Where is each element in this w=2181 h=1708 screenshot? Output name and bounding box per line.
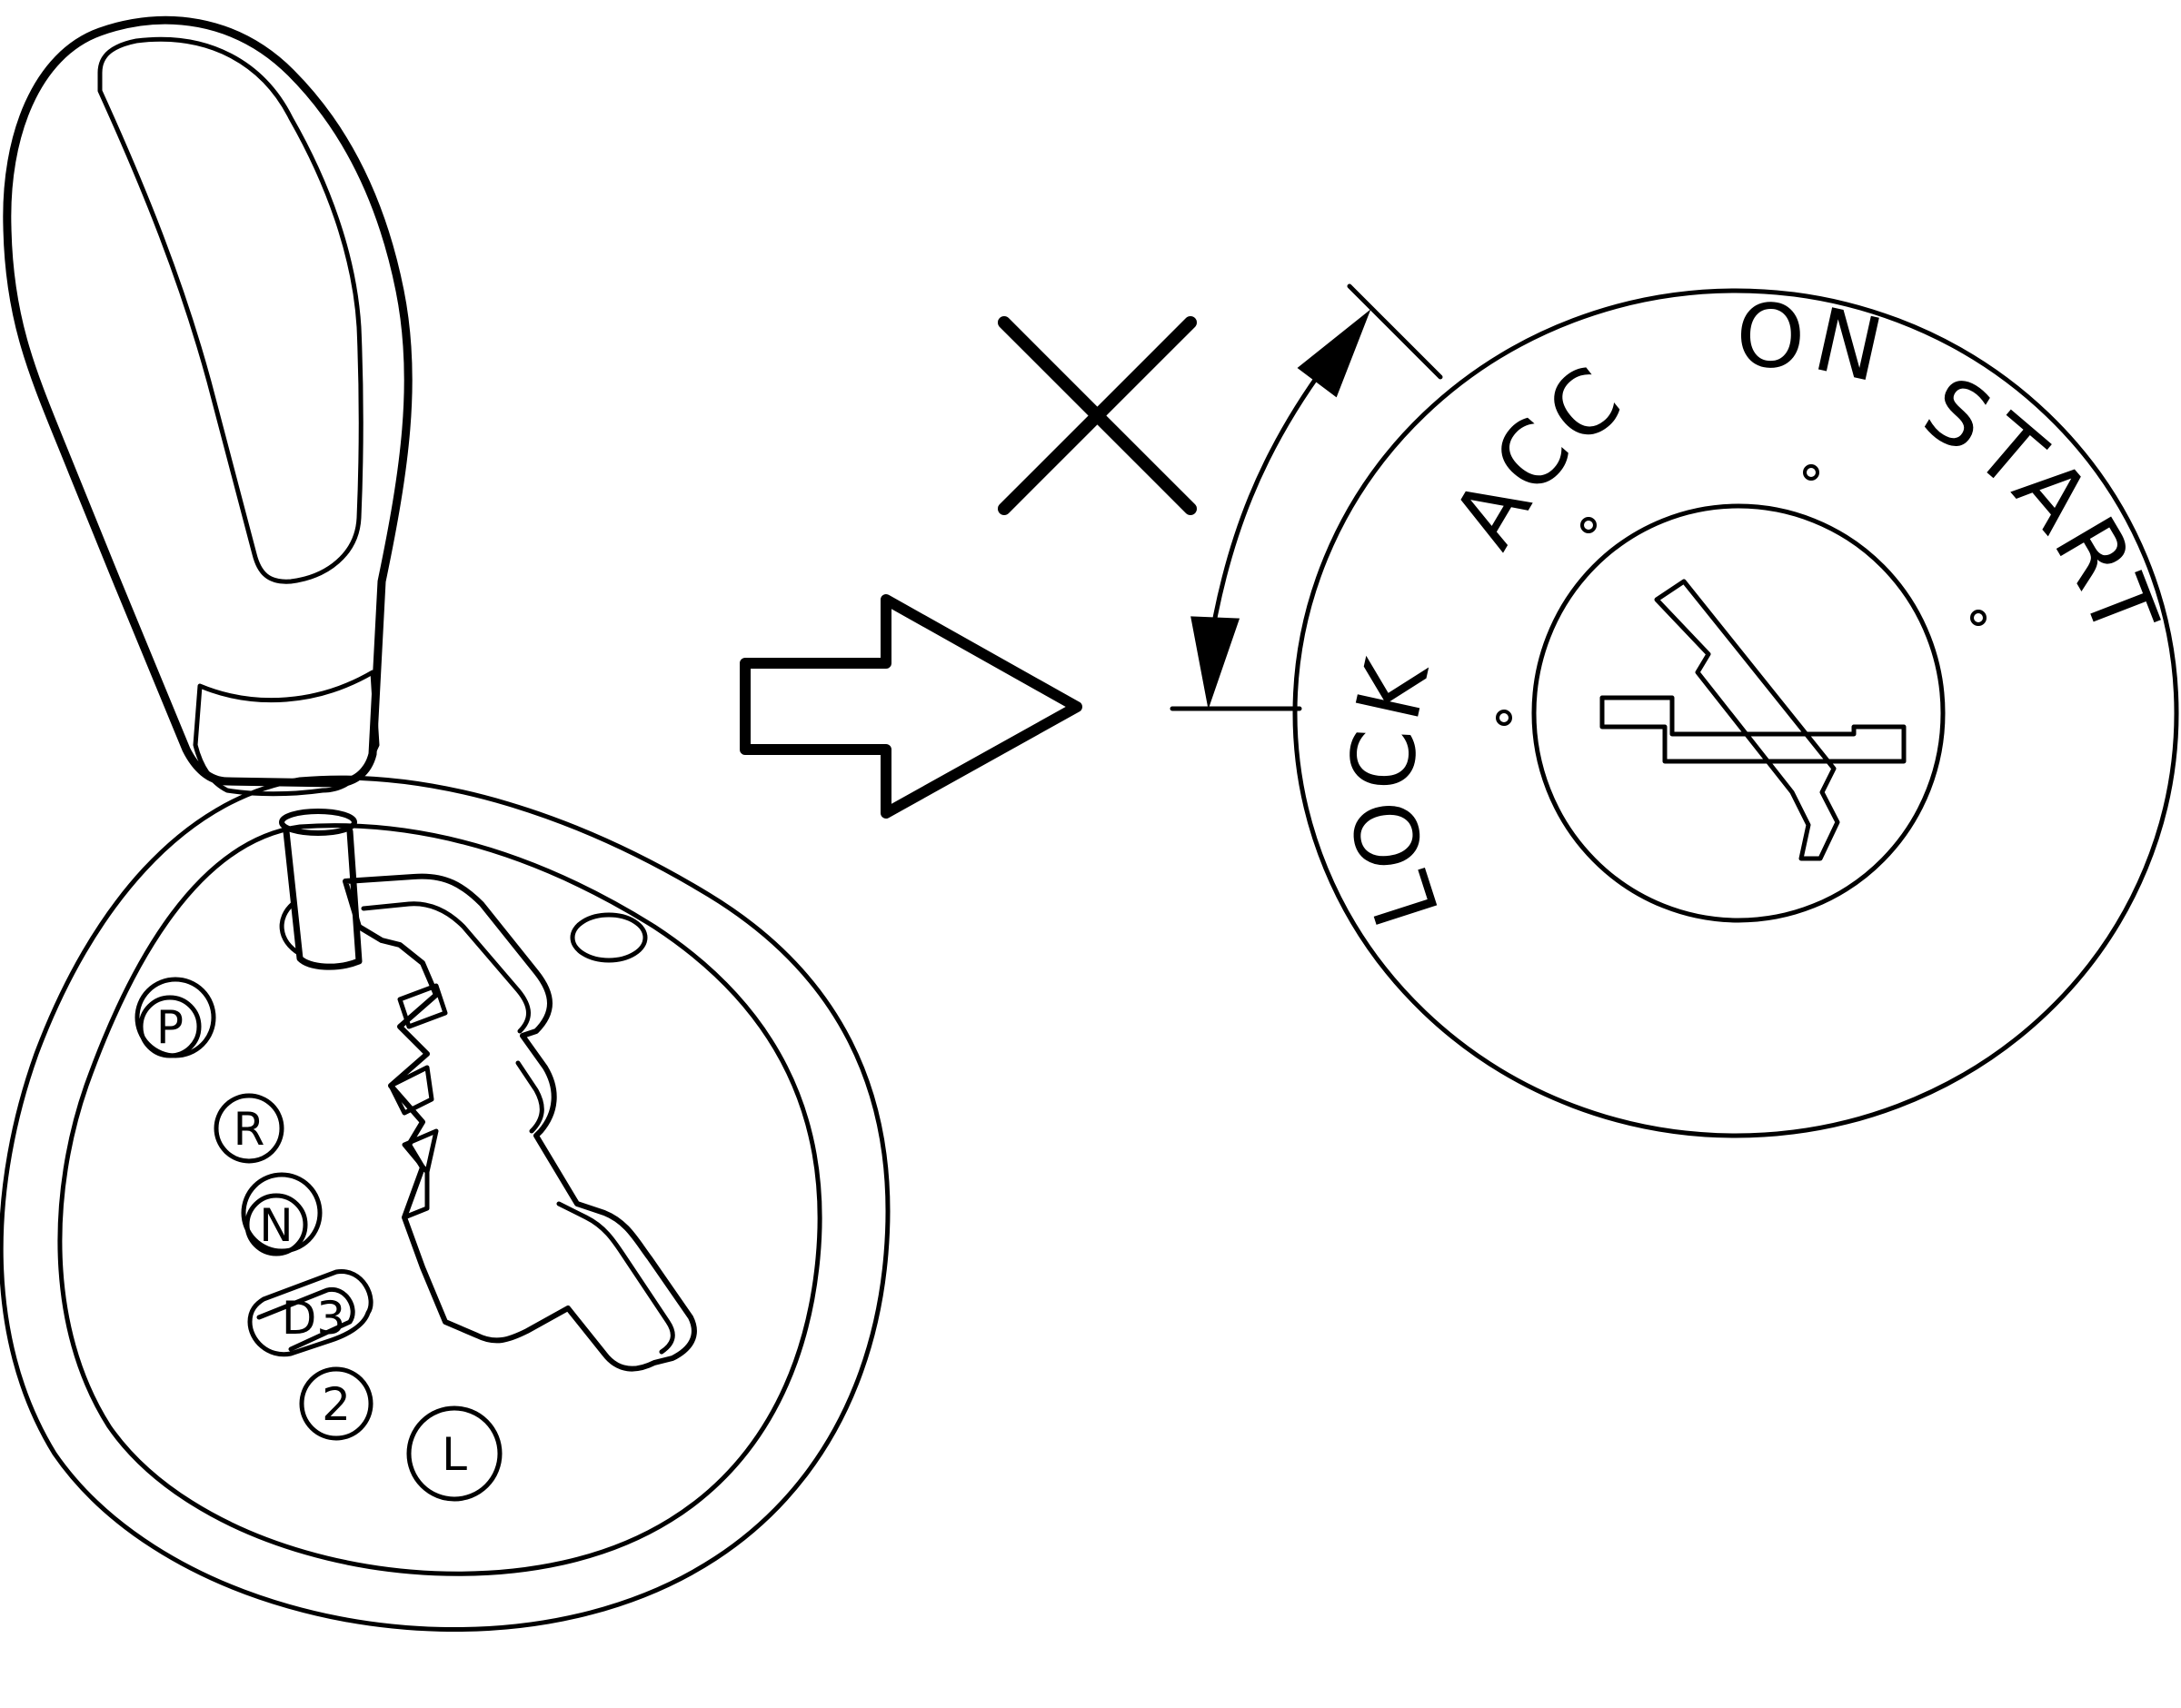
gear-indicators: P R N D3 2 L <box>134 977 503 1502</box>
gear-2: 2 <box>299 1366 373 1441</box>
gear-d3-label: D3 <box>282 1292 345 1345</box>
lock-dot <box>1496 710 1512 726</box>
gear-r: R <box>214 1093 284 1164</box>
gear-n: N <box>241 1172 323 1256</box>
no-key-symbol-icon <box>1599 579 1907 861</box>
gear-l: L <box>406 1405 503 1502</box>
shift-shaft-base <box>279 901 303 957</box>
position-on-label: ON <box>1736 285 1897 403</box>
position-start-label: START <box>1907 357 2179 655</box>
prohibited-slash <box>1654 579 1840 861</box>
gear-r-label: R <box>234 1103 265 1156</box>
position-lock-label: LOCK <box>1332 646 1459 938</box>
ignition-key-cylinder <box>1531 503 1946 923</box>
gate-slot-inner-edge <box>361 901 675 1355</box>
on-dot <box>1803 464 1819 481</box>
key-blade <box>1599 695 1907 764</box>
shift-knob-outline <box>3 15 413 788</box>
right-arrow-icon <box>740 594 1082 819</box>
shift-shaft <box>283 828 363 970</box>
shifter-outer-bezel <box>0 775 891 1633</box>
arrowhead-up <box>1297 309 1371 398</box>
position-acc-label: ACC <box>1433 343 1644 564</box>
gate-slot <box>343 873 697 1372</box>
shift-knob-collar <box>193 670 380 797</box>
shift-shaft-top <box>279 809 357 836</box>
gate-teeth <box>388 983 448 1220</box>
acc-reference-line <box>1347 283 1443 380</box>
shifter-inner-bezel <box>57 823 822 1576</box>
arrowhead-down <box>1190 616 1240 710</box>
indicator-oval <box>570 912 648 963</box>
acc-dot <box>1580 517 1597 533</box>
gear-p: P <box>134 977 216 1058</box>
gear-p-label: P <box>156 1001 184 1054</box>
gear-n-label: N <box>259 1199 293 1252</box>
gear-d3: D3 <box>247 1269 373 1357</box>
ignition-outer-ring <box>1292 288 2179 1138</box>
shift-knob-highlight <box>97 36 364 584</box>
shifter-assembly: P R N D3 2 L <box>0 15 891 1633</box>
double-arrow-icon <box>1170 283 1443 711</box>
rotation-arc <box>1206 361 1330 657</box>
start-dot <box>1970 610 1987 626</box>
gear-l-label: L <box>442 1428 467 1481</box>
ignition-switch-icon: LOCK ACC ON START <box>1292 285 2179 1138</box>
x-mark-icon <box>998 316 1197 515</box>
gear-2-label: 2 <box>322 1378 351 1431</box>
